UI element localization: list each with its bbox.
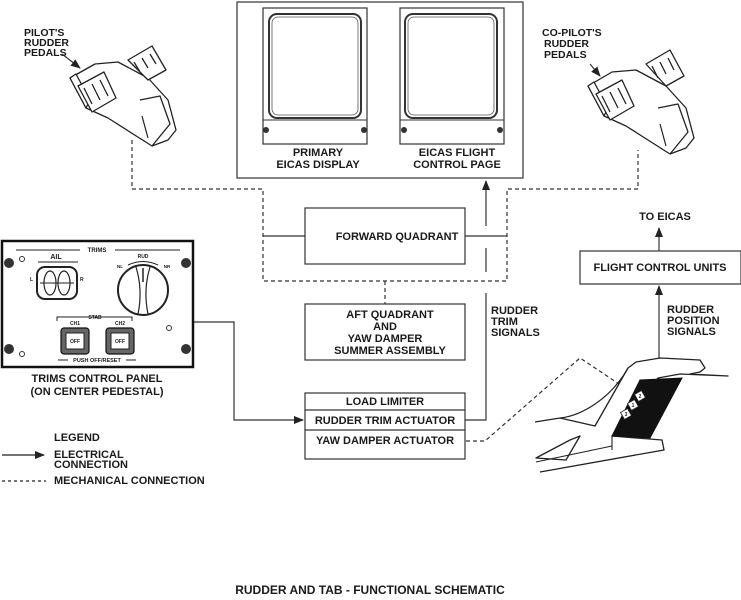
- trim-panel-electrical-connection: [193, 321, 304, 424]
- rud-label: RUD: [138, 254, 149, 260]
- flight-control-units-box: [579, 250, 741, 285]
- pointer-line: [589, 63, 601, 77]
- load-limiter-label: LOAD LIMITER: [346, 396, 424, 408]
- rudder-trim-signals-label: SIGNALS: [491, 327, 540, 339]
- pilot-rudder-pedals-icon: [69, 45, 177, 147]
- legend: LEGEND ELECTRICAL CONNECTION MECHANICAL …: [2, 432, 205, 487]
- ch1-label: CH1: [70, 321, 80, 327]
- copilot-pedals-label: RUDDER: [544, 38, 589, 50]
- ch1-off-label: OFF: [70, 339, 80, 345]
- ail-left-label: L: [30, 277, 33, 283]
- copilot-pedals-label: PEDALS: [544, 49, 587, 61]
- to-eicas-label: TO EICAS: [639, 211, 691, 223]
- legend-electrical: CONNECTION: [54, 459, 128, 471]
- aft-quadrant-label: SUMMER ASSEMBLY: [334, 345, 446, 357]
- screw-icon: [4, 344, 14, 354]
- copilot-pedals-label: CO-PILOT'S: [542, 27, 602, 39]
- rud-left-label: NL: [117, 264, 123, 269]
- screw-icon: [181, 258, 191, 268]
- pilot-pedals-label: PILOT'S: [24, 27, 64, 39]
- aileron-trim-switch[interactable]: [36, 266, 78, 300]
- rudder-position-signals-label: RUDDER: [667, 304, 714, 316]
- actuator-stack: [304, 392, 466, 460]
- aircraft-tail-icon: [534, 357, 729, 473]
- rudder-trim-knob[interactable]: [117, 264, 169, 316]
- rudder-surface: [611, 377, 683, 439]
- screw-icon: [497, 127, 503, 133]
- pointer-line: [61, 53, 81, 69]
- rudder-trim-signals-label: RUDDER: [491, 305, 538, 317]
- screw-icon: [19, 256, 25, 262]
- pilot-pedals-label: PEDALS: [24, 47, 67, 59]
- rudder-trim-actuator-label: RUDDER TRIM ACTUATOR: [315, 415, 455, 427]
- screw-icon: [4, 258, 14, 268]
- screw-icon: [166, 325, 172, 331]
- screw-icon: [401, 127, 407, 133]
- rudder-position-signals-label: SIGNALS: [667, 326, 716, 338]
- eicas-flight-control-display: [399, 7, 505, 145]
- legend-title: LEGEND: [54, 432, 100, 444]
- ch2-label: CH2: [115, 321, 125, 327]
- stab-label: STAB: [88, 315, 102, 321]
- rud-right-label: NR: [164, 264, 171, 269]
- stab-ch2-off-button[interactable]: OFF: [105, 327, 135, 355]
- screw-icon: [361, 127, 367, 133]
- pilot-pedals-label: RUDDER: [24, 37, 69, 49]
- flight-control-units-label: FLIGHT CONTROL UNITS: [593, 262, 726, 274]
- rudder-position-signals-label: POSITION: [667, 315, 720, 327]
- trims-panel-caption: (ON CENTER PEDESTAL): [30, 386, 163, 398]
- sensor-label: 1: [632, 403, 635, 409]
- rudder-trim-signal-line: [465, 293, 487, 421]
- forward-quadrant-box: [304, 207, 466, 265]
- ch2-off-label: OFF: [115, 339, 125, 345]
- ail-label: AIL: [50, 254, 62, 261]
- stab-ch1-off-button[interactable]: OFF: [60, 327, 90, 355]
- yaw-damper-actuator-label: YAW DAMPER ACTUATOR: [316, 435, 454, 447]
- page-title: RUDDER AND TAB - FUNCTIONAL SCHEMATIC: [235, 583, 505, 597]
- trims-panel-caption: TRIMS CONTROL PANEL: [32, 373, 163, 385]
- primary-eicas-label: EICAS DISPLAY: [276, 159, 360, 171]
- screw-icon: [181, 344, 191, 354]
- ail-right-label: R: [80, 277, 84, 283]
- aft-quadrant-label: AFT QUADRANT: [346, 309, 434, 321]
- forward-quadrant-label: FORWARD QUADRANT: [336, 231, 459, 243]
- mechanical-connection-yaw-damper: [466, 357, 626, 442]
- eicas-flight-control-label: CONTROL PAGE: [413, 159, 501, 171]
- trims-header: TRIMS: [88, 248, 107, 254]
- primary-eicas-display: [262, 7, 368, 145]
- push-off-reset-label: PUSH OFF/RESET: [73, 358, 121, 364]
- eicas-flight-control-label: EICAS FLIGHT: [419, 147, 496, 159]
- aft-quadrant-label: YAW DAMPER: [348, 333, 423, 345]
- rudder-position-sensors: 1 2 3: [619, 389, 647, 421]
- aft-quadrant-label: AND: [373, 321, 397, 333]
- legend-electrical: ELECTRICAL: [54, 449, 124, 461]
- copilot-rudder-pedals-icon: [587, 49, 695, 155]
- rudder-trim-signals-label: TRIM: [491, 316, 518, 328]
- sensor-label: 3: [625, 412, 628, 418]
- trims-control-panel: TRIMS AIL L R RUD NL NR STAB: [0, 239, 195, 369]
- legend-mechanical: MECHANICAL CONNECTION: [54, 475, 205, 487]
- screw-icon: [263, 127, 269, 133]
- sensor-label: 2: [639, 394, 642, 400]
- screw-icon: [19, 351, 25, 357]
- aft-quadrant-box: [304, 303, 466, 361]
- primary-eicas-label: PRIMARY: [293, 147, 344, 159]
